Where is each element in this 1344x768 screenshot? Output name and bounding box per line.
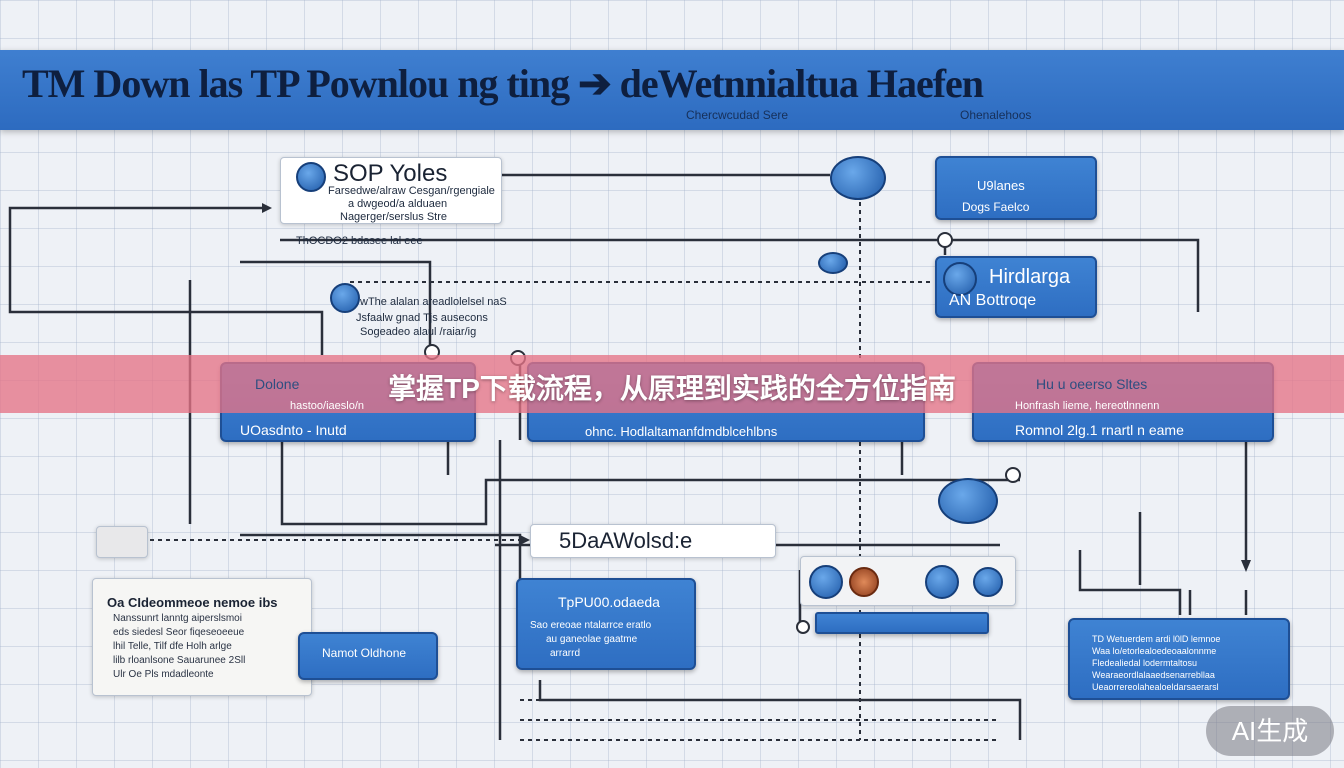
hu-sub: Honfrash lieme, hereotlnnenn [1015, 400, 1160, 412]
right-card-line: Waa lo/etorlealoedeoaalonnme [1092, 646, 1217, 656]
tp-node[interactable]: TpPU00.odaeda Sao ereoae ntalarrce eratl… [516, 578, 696, 670]
left-card-line: Nanssunrt lanntg aiperslsmoi [113, 613, 242, 624]
sop-line: Nagerger/serslus Stre [340, 211, 447, 223]
right-card-line: Fledealiedal lodermtaltosu [1092, 658, 1198, 668]
notion-node[interactable]: Namot Oldhone [298, 632, 438, 680]
arrow-head [262, 203, 272, 213]
header-title: TM Down las TP Pownlou ng ting ➔ deWetnn… [22, 61, 984, 106]
thumbnail-icon [973, 567, 1003, 597]
right-list-card[interactable]: TD Wetuerdem ardi l0lD lemnoe Waa lo/eto… [1068, 618, 1290, 700]
ai-generated-watermark: AI生成 [1206, 706, 1334, 756]
mid-note: Jsfaalw gnad Tjs ausecons [356, 312, 488, 324]
banner-title: 掌握TP下载流程，从原理到实践的全方位指南 [388, 373, 956, 404]
globe-icon [943, 262, 977, 296]
connector-line [1078, 550, 1182, 615]
connector-line [538, 680, 1022, 740]
header-subtitle-left: Chercwcudad Sere [686, 108, 789, 122]
mid-note: wThe alalan areadlolelsel naS [360, 296, 507, 308]
dan-label: 5DaAWolsd:e [559, 528, 693, 553]
arrow-head [1241, 560, 1251, 572]
mid-note: Sogeadeo alaul /raiar/ig [360, 326, 477, 338]
globe-icon [330, 283, 360, 313]
left-card-line: eds siedesl Seor fiqeseoeeue [113, 627, 245, 638]
connector-line [240, 260, 432, 352]
hu-title: Hu u oeerso Sltes [1036, 376, 1148, 392]
uplanes-sub: Dogs Faelco [962, 200, 1030, 214]
sop-line: Farsedwe/alraw Cesgan/rgengiale [328, 185, 495, 197]
connector-line [240, 533, 522, 580]
connector-line [280, 440, 1020, 526]
left-info-card: Oa CIdeommeoe nemoe ibs Nanssunrt lanntg… [92, 578, 312, 696]
center-label: ohnc. Hodlaltamanfdmdblcehlbns [585, 424, 778, 439]
tp-line: au ganeolae gaatme [546, 634, 638, 645]
sop-title: SOP Yoles [333, 160, 448, 187]
connector-line [280, 238, 1200, 312]
tp-line: Sao ereoae ntalarrce eratlo [530, 620, 652, 631]
dan-node[interactable]: 5DaAWolsd:e [530, 524, 776, 558]
server-icon [830, 156, 886, 200]
image-strip [800, 556, 1016, 606]
person-icon [296, 162, 326, 192]
left-card-line: Ulr Oe Pls mdadleonte [113, 669, 214, 680]
title-banner: 掌握TP下载流程，从原理到实践的全方位指南 [0, 355, 1344, 413]
header-bar: TM Down las TP Pownlou ng ting ➔ deWetnn… [0, 50, 1344, 130]
hirdlarga-label: Hirdlarga [989, 266, 1071, 288]
junction-dot [796, 620, 810, 634]
junction-dot [937, 232, 953, 248]
right-card-line: Ueaorrereolahealoeldarsaerarsl [1092, 682, 1219, 692]
database-icon [938, 478, 998, 524]
hirdlarga-node[interactable]: Hirdlarga AN Bottroqe [935, 256, 1097, 318]
top-note: ThOCDO2 bdasee lal eee [296, 235, 423, 247]
connector-line [8, 206, 324, 355]
tp-title: TpPU00.odaeda [558, 594, 660, 610]
sop-line: a dwgeod/a alduaen [348, 198, 448, 210]
tp-line: arrarrd [550, 648, 581, 659]
header-subtitle-right: Ohenalehoos [960, 108, 1032, 122]
hirdlarga-sub: AN Bottroqe [949, 292, 1037, 309]
left-card-line: lilb rloanlsone Sauarunee 2Sll [113, 655, 246, 666]
left-card-title: Oa CIdeommeoe nemoe ibs [107, 595, 278, 610]
arrow-head [520, 535, 530, 545]
thumbnail-icon [849, 567, 879, 597]
uplanes-label: U9lanes [977, 178, 1025, 193]
notion-label: Namot Oldhone [322, 646, 407, 660]
romnol-label: Romnol 2lg.1 rnartl n eame [1015, 422, 1184, 438]
left-card-line: lhil Telle, Tilf dfe Holh arlge [113, 641, 232, 652]
hardware-icon [96, 526, 148, 558]
junction-dot [1005, 467, 1021, 483]
right-card-line: Wearaeordlalaaedsenarrebllaa [1092, 670, 1215, 680]
thumbnail-icon [925, 565, 959, 599]
shield-icon [818, 252, 848, 274]
uplanes-node[interactable]: U9lanes Dogs Faelco [935, 156, 1097, 220]
right-card-line: TD Wetuerdem ardi l0lD lemnoe [1092, 634, 1221, 644]
dolone-label: Dolone [255, 376, 300, 392]
dolone-sub: hastoo/iaeslo/n [290, 400, 364, 412]
progress-bar-strip [815, 612, 989, 634]
uload-label: UOasdnto - Inutd [240, 422, 347, 438]
thumbnail-icon [809, 565, 843, 599]
